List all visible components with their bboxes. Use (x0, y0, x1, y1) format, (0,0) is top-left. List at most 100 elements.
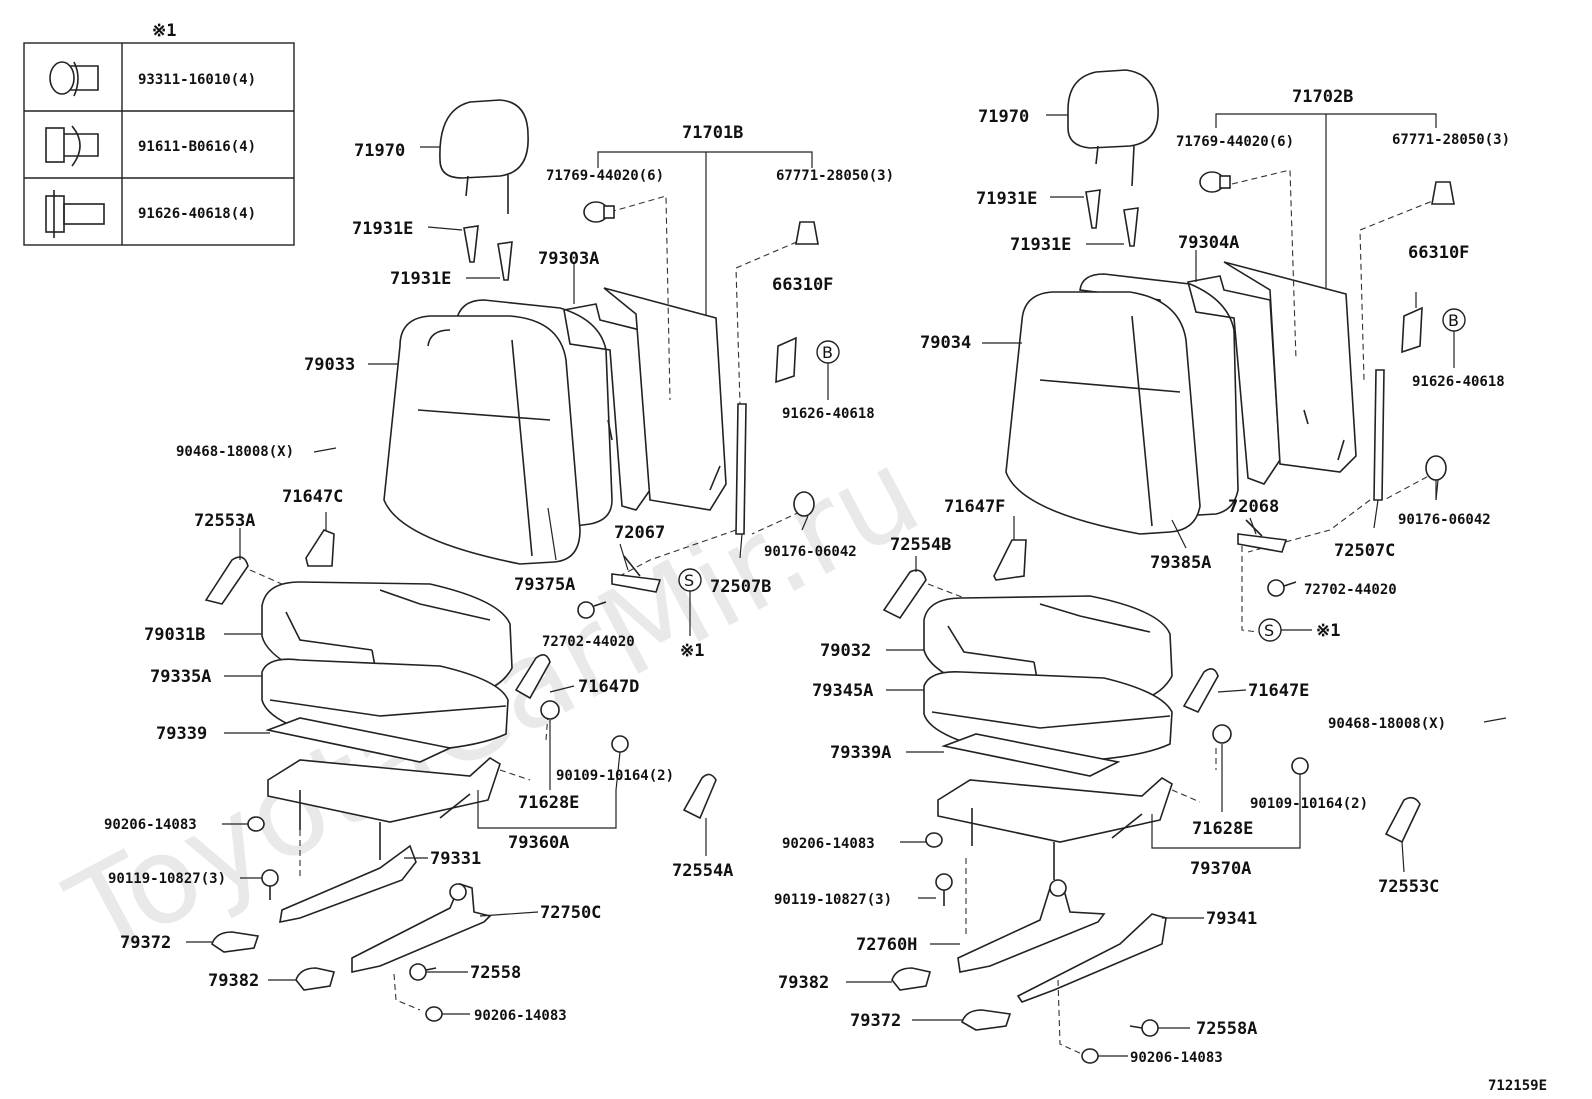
seat-leg-79331 (279, 844, 417, 924)
label-66310F-left: 66310F (772, 275, 833, 295)
hinge-cover-72554B (882, 569, 927, 620)
legend-table: ※1 93311-16010(4) 91611-B0616(4) 91626-4… (23, 21, 295, 246)
label-79345A: 79345A (812, 681, 873, 701)
seat-frame-right (937, 777, 1173, 843)
cap-90176-left (793, 491, 815, 517)
label-91626-left: 91626-40618 (782, 406, 875, 422)
clip-71628E-left (540, 700, 560, 720)
label-90119-right: 90119-10827(3) (774, 892, 892, 908)
guide-pin-right-a (1085, 189, 1101, 229)
clip-67771-right (1431, 181, 1455, 205)
hinge-cover-72553C (1384, 796, 1421, 844)
label-79341: 79341 (1206, 909, 1257, 929)
label-79382-left: 79382 (208, 971, 259, 991)
seat-sheet-right (941, 733, 1121, 777)
label-72067: 72067 (614, 523, 665, 543)
seat-sheet-left (265, 717, 453, 763)
nut-90206-right-1 (925, 832, 943, 848)
seat-back-cover-right (1005, 291, 1201, 535)
label-79335A: 79335A (150, 667, 211, 687)
clip-icon (49, 61, 99, 97)
label-72558: 72558 (470, 963, 521, 983)
guide-pin-right-b (1123, 207, 1139, 247)
label-71931E-left-b: 71931E (390, 269, 451, 289)
label-79385A: 79385A (1150, 553, 1211, 573)
stud-clip-icon (45, 125, 99, 167)
bolt-72702-left (577, 601, 607, 619)
nut-90206-left-2 (425, 1006, 443, 1022)
label-71931E-right-b: 71931E (1010, 235, 1071, 255)
label-71647F: 71647F (944, 497, 1005, 517)
hinge-cover-71647F (993, 539, 1027, 581)
label-72554A: 72554A (672, 861, 733, 881)
label-71970-right: 71970 (978, 107, 1029, 127)
bracket-66310F-left (775, 336, 797, 384)
hinge-72067 (611, 555, 662, 593)
cap-79372-right (961, 1009, 1012, 1031)
label-79032: 79032 (820, 641, 871, 661)
label-90468-right: 90468-18008(X) (1328, 716, 1446, 732)
label-71628E-left: 71628E (518, 793, 579, 813)
hinge-cover-71647D (514, 654, 551, 700)
headrest-left (439, 99, 529, 214)
label-67771-right: 67771-28050(3) (1392, 132, 1510, 148)
label-90109-right: 90109-10164(2) (1250, 796, 1368, 812)
label-71769-left: 71769-44020(6) (546, 168, 664, 184)
bolt-90119-right (935, 873, 953, 906)
label-71970-left: 71970 (354, 141, 405, 161)
label-90176-left: 90176-06042 (764, 544, 857, 560)
diagram-code: 712159E (1488, 1078, 1547, 1094)
seat-leg-79341 (1016, 913, 1167, 1003)
cap-90176-right (1425, 455, 1447, 481)
label-71647D: 71647D (578, 677, 639, 697)
label-79033: 79033 (304, 355, 355, 375)
seat-frame-left (267, 757, 501, 823)
hinge-cover-72554A (682, 773, 717, 820)
guide-pin-left-a (463, 225, 479, 263)
label-71769-right: 71769-44020(6) (1176, 134, 1294, 150)
hinge-cover-72553A (204, 556, 249, 605)
label-72553C: 72553C (1378, 877, 1439, 897)
label-71931E-right-a: 71931E (976, 189, 1037, 209)
clip-67771-left (795, 221, 819, 245)
bolt-90109-left (611, 735, 629, 753)
label-72507B: 72507B (710, 577, 771, 597)
label-72558A: 72558A (1196, 1019, 1257, 1039)
label-79034: 79034 (920, 333, 971, 353)
label-79304A: 79304A (1178, 233, 1239, 253)
label-79339A: 79339A (830, 743, 891, 763)
seat-back-cover-left (383, 315, 581, 565)
cap-79382-right (891, 967, 932, 991)
nut-90206-left-1 (247, 816, 265, 832)
label-90109-left: 90109-10164(2) (556, 768, 674, 784)
label-72068: 72068 (1228, 497, 1279, 517)
label-72750C: 72750C (540, 903, 601, 923)
hinge-cover-71647E (1182, 668, 1219, 714)
nut-90206-right-2 (1081, 1048, 1099, 1064)
legend-note-mark: ※1 (152, 21, 176, 41)
label-72702-left: 72702-44020 (542, 634, 635, 650)
seat-back-frame-left (563, 303, 651, 511)
legend-row-2: 91611-B0616(4) (138, 139, 256, 155)
label-90119-left: 90119-10827(3) (108, 871, 226, 887)
label-90206-left-2: 90206-14083 (474, 1008, 567, 1024)
bracket-66310F-right (1401, 306, 1423, 354)
label-79375A: 79375A (514, 575, 575, 595)
clip-71628E-right (1212, 724, 1232, 744)
label-71931E-left-a: 71931E (352, 219, 413, 239)
label-91626-right: 91626-40618 (1412, 374, 1505, 390)
seat-leg-72760H (957, 887, 1106, 973)
label-72554B: 72554B (890, 535, 951, 555)
bolt-90109-right (1291, 757, 1309, 775)
label-71702B: 71702B (1292, 87, 1353, 107)
circle-ref-b-left: B (822, 343, 833, 362)
label-79331: 79331 (430, 849, 481, 869)
hinge-72068 (1237, 519, 1288, 553)
headrest-right (1067, 69, 1159, 187)
bolt-72558A-right (1129, 1019, 1159, 1037)
clip-71769-left (583, 201, 615, 223)
label-71647E: 71647E (1248, 681, 1309, 701)
bolt-icon (45, 190, 105, 238)
bolt-72702-right (1267, 579, 1297, 597)
